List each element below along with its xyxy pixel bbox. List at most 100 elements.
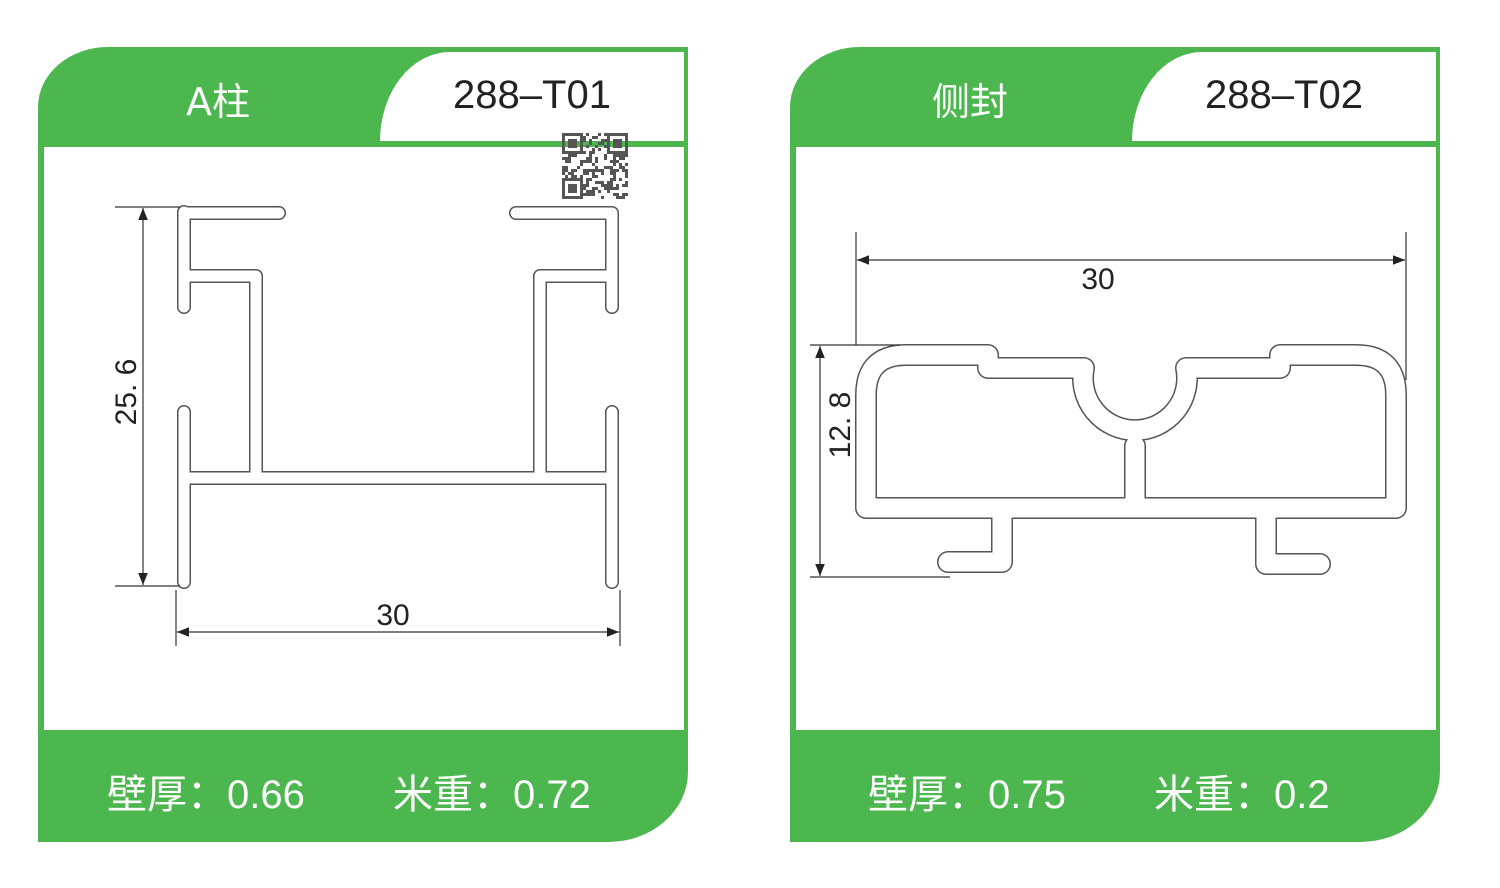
qr-module xyxy=(574,142,577,145)
qr-module xyxy=(580,133,583,136)
qr-module xyxy=(616,169,619,172)
qr-module xyxy=(625,151,628,154)
qr-module xyxy=(625,148,628,151)
qr-module xyxy=(610,181,613,184)
qr-module xyxy=(625,163,628,166)
qr-module xyxy=(613,157,616,160)
qr-module xyxy=(574,190,577,193)
qr-module xyxy=(562,172,565,175)
qr-module xyxy=(610,187,613,190)
qr-module xyxy=(571,154,574,157)
qr-module xyxy=(610,160,613,163)
qr-module xyxy=(562,142,565,145)
qr-module xyxy=(580,136,583,139)
qr-module xyxy=(607,133,610,136)
qr-module xyxy=(592,151,595,154)
qr-module xyxy=(586,157,589,160)
qr-module xyxy=(565,157,568,160)
qr-module xyxy=(601,142,604,145)
qr-module xyxy=(619,196,622,199)
qr-module xyxy=(571,172,574,175)
qr-module xyxy=(601,169,604,172)
qr-module xyxy=(613,145,616,148)
qr-module xyxy=(607,181,610,184)
qr-module xyxy=(583,193,586,196)
qr-module xyxy=(562,166,565,169)
qr-module xyxy=(607,136,610,139)
qr-module xyxy=(583,169,586,172)
qr-module xyxy=(619,151,622,154)
card-footer: 壁厚：0.66 米重：0.72 xyxy=(38,730,688,842)
product-name: A柱 xyxy=(186,80,250,124)
qr-module xyxy=(610,151,613,154)
qr-module xyxy=(574,187,577,190)
qr-module xyxy=(580,142,583,145)
qr-module xyxy=(607,151,610,154)
qr-module xyxy=(592,190,595,193)
product-code: 288–T02 xyxy=(1205,73,1363,117)
qr-module xyxy=(592,169,595,172)
width-dimension: 30 xyxy=(1081,263,1114,296)
qr-module xyxy=(622,157,625,160)
qr-module xyxy=(580,151,583,154)
qr-module xyxy=(583,160,586,163)
qr-module xyxy=(616,154,619,157)
qr-module xyxy=(589,139,592,142)
qr-module xyxy=(586,190,589,193)
qr-module xyxy=(574,169,577,172)
qr-module xyxy=(586,172,589,175)
qr-module xyxy=(568,184,571,187)
qr-module xyxy=(616,142,619,145)
wall-thickness: 壁厚：0.66 xyxy=(107,773,305,817)
qr-module xyxy=(574,175,577,178)
qr-module xyxy=(577,166,580,169)
qr-module xyxy=(601,196,604,199)
qr-module xyxy=(619,133,622,136)
qr-module xyxy=(592,175,595,178)
meter-weight: 米重：0.2 xyxy=(1154,773,1330,817)
qr-module xyxy=(598,148,601,151)
qr-module xyxy=(592,148,595,151)
qr-module xyxy=(562,151,565,154)
qr-module xyxy=(619,142,622,145)
qr-module xyxy=(604,154,607,157)
qr-module xyxy=(610,133,613,136)
qr-module xyxy=(589,178,592,181)
qr-module xyxy=(625,175,628,178)
card-border xyxy=(38,147,688,730)
qr-module xyxy=(574,154,577,157)
qr-module xyxy=(583,172,586,175)
qr-module xyxy=(568,160,571,163)
qr-module xyxy=(580,196,583,199)
qr-module xyxy=(610,184,613,187)
meter-weight: 米重：0.72 xyxy=(393,773,591,817)
qr-module xyxy=(586,193,589,196)
card-border xyxy=(790,147,1440,730)
qr-module xyxy=(568,172,571,175)
qr-module xyxy=(580,139,583,142)
qr-module xyxy=(622,193,625,196)
qr-module xyxy=(607,166,610,169)
qr-module xyxy=(607,139,610,142)
qr-module xyxy=(568,142,571,145)
qr-module xyxy=(625,145,628,148)
qr-module xyxy=(613,187,616,190)
qr-module xyxy=(625,139,628,142)
qr-module xyxy=(580,190,583,193)
qr-module xyxy=(580,178,583,181)
qr-module xyxy=(604,184,607,187)
qr-module xyxy=(625,184,628,187)
qr-module xyxy=(589,193,592,196)
qr-module xyxy=(622,169,625,172)
height-dimension: 12. 8 xyxy=(824,392,857,459)
qr-module xyxy=(574,145,577,148)
qr-module xyxy=(571,178,574,181)
qr-module xyxy=(589,190,592,193)
product-name: 侧封 xyxy=(931,80,1008,124)
qr-module xyxy=(586,169,589,172)
qr-module xyxy=(595,157,598,160)
qr-module xyxy=(565,160,568,163)
qr-module xyxy=(565,169,568,172)
product-card-288-t01: 壁厚：0.66 米重：0.72 A柱 288–T01 xyxy=(38,47,688,842)
